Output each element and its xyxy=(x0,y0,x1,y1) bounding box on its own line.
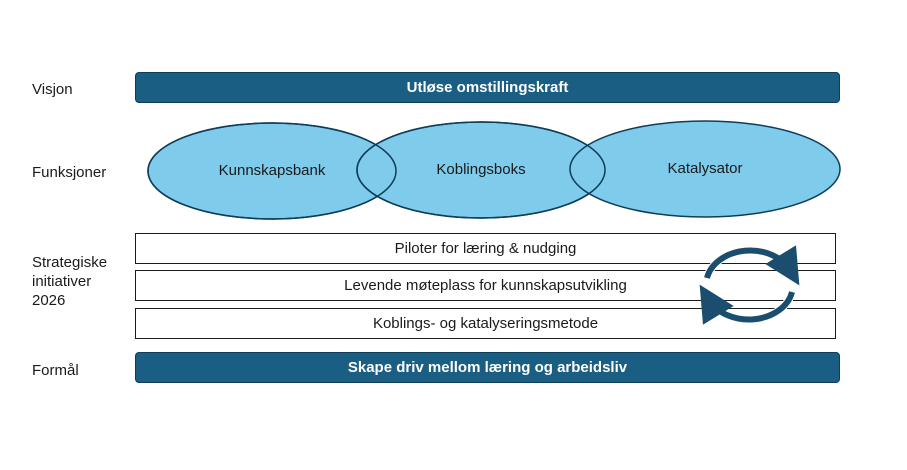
vision-bar-text: Utløse omstillingskraft xyxy=(406,79,569,96)
purpose-bar-text: Skape driv mellom læring og arbeidsliv xyxy=(347,359,628,376)
initiative-text-2: Levende møteplass for kunnskapsutvikling xyxy=(344,277,627,294)
initiative-bar-2: Levende møteplass for kunnskapsutvikling xyxy=(135,270,836,301)
function-label-kunnskapsbank: Kunnskapsbank xyxy=(218,162,326,179)
function-label-katalysator: Katalysator xyxy=(667,160,743,177)
initiative-bar-3: Koblings- og katalyseringsmetode xyxy=(135,308,836,339)
label-functions: Funksjoner xyxy=(32,164,107,181)
initiative-text-3: Koblings- og katalyseringsmetode xyxy=(372,315,599,332)
vision-bar: Utløse omstillingskraft xyxy=(135,72,840,103)
purpose-bar: Skape driv mellom læring og arbeidsliv xyxy=(135,352,840,383)
initiative-bar-1: Piloter for læring & nudging xyxy=(135,233,836,264)
label-strategic-initiatives: Strategiske initiativer 2026 xyxy=(32,254,108,309)
label-purpose: Formål xyxy=(32,362,79,379)
ellipse-katalysator xyxy=(569,120,841,218)
initiative-text-1: Piloter for læring & nudging xyxy=(394,240,577,257)
label-vision: Visjon xyxy=(32,81,73,98)
function-label-koblingsboks: Koblingsboks xyxy=(436,161,526,178)
